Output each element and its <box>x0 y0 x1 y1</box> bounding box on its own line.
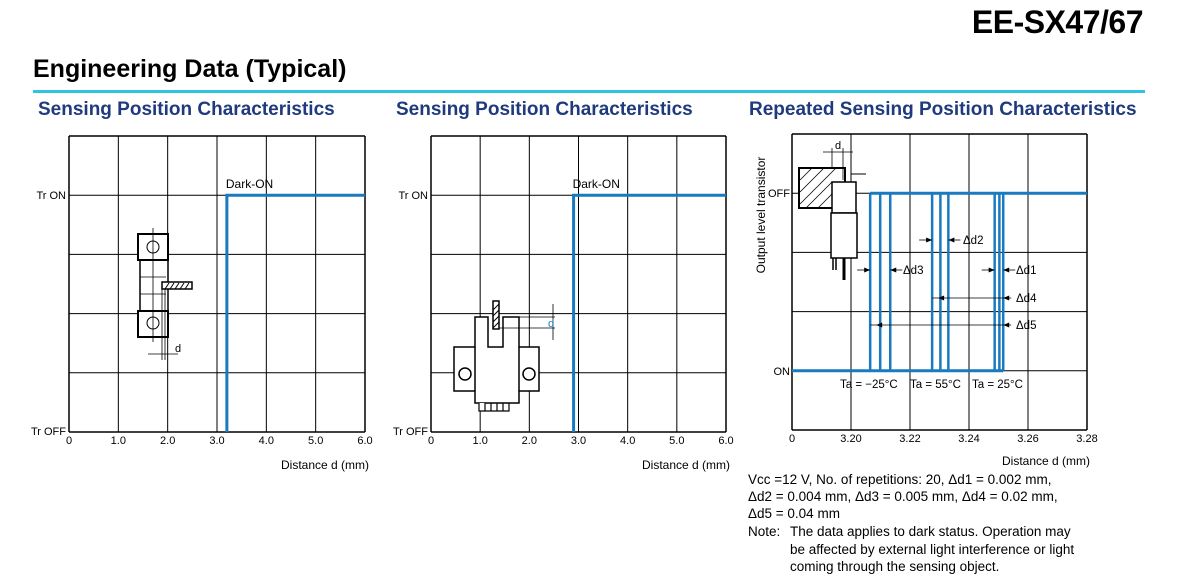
test-conditions-line1: Vcc =12 V, No. of repetitions: 20, Δd1 =… <box>748 472 1052 487</box>
arrowhead <box>876 322 883 328</box>
note-line3: coming through the sensing object. <box>790 559 1000 574</box>
arrowhead <box>948 237 955 243</box>
y-label-tr-off: Tr OFF <box>393 426 428 438</box>
test-conditions-line2: Δd2 = 0.004 mm, Δd3 = 0.005 mm, Δd4 = 0.… <box>748 489 1058 504</box>
section-title: Engineering Data (Typical) <box>33 55 347 83</box>
x-tick-label: 0 <box>428 435 434 447</box>
temperature-label: Ta = 55°C <box>910 379 961 391</box>
y-label-on: ON <box>774 366 791 378</box>
test-conditions-line3: Δd5 = 0.04 mm <box>748 506 840 521</box>
arrowhead <box>926 237 933 243</box>
x-tick-label: 6.0 <box>718 435 733 447</box>
arrowhead <box>938 295 945 301</box>
arrowhead <box>1003 322 1010 328</box>
x-tick-label: 4.0 <box>259 435 274 447</box>
x-tick-label: 1.0 <box>111 435 126 447</box>
chart3-title: Repeated Sensing Position Characteristic… <box>749 99 1137 120</box>
x-tick-label: 5.0 <box>669 435 684 447</box>
heading-rule <box>33 90 1145 93</box>
x-tick-label: 3.22 <box>899 433 920 445</box>
dimension-d-label: d <box>175 343 181 355</box>
sensor-diagram-side: d <box>137 228 193 360</box>
y-axis-label: Output level transistor <box>754 157 768 274</box>
delta-label: Δd5 <box>1016 320 1036 332</box>
x-tick-label: 3.0 <box>571 435 586 447</box>
y-label-tr-on: Tr ON <box>36 190 66 202</box>
y-label-tr-off: Tr OFF <box>31 426 66 438</box>
x-tick-label: 3.0 <box>209 435 224 447</box>
arrowhead <box>1003 267 1010 273</box>
arrowhead <box>1003 295 1010 301</box>
dark-on-label: Dark-ON <box>573 177 620 191</box>
delta-label: Δd2 <box>963 235 983 247</box>
x-tick-label: 6.0 <box>357 435 372 447</box>
dark-on-trace <box>572 193 726 432</box>
x-tick-label: 3.26 <box>1017 433 1038 445</box>
temperature-label: Ta = 25°C <box>972 379 1023 391</box>
note-line1: The data applies to dark status. Operati… <box>790 524 1071 539</box>
dark-on-trace <box>225 193 365 432</box>
delta-label: Δd1 <box>1016 265 1036 277</box>
chart2-title: Sensing Position Characteristics <box>396 99 693 120</box>
x-tick-label: 3.20 <box>840 433 861 445</box>
x-axis-label: Distance d (mm) <box>1002 454 1090 468</box>
x-tick-label: 3.24 <box>958 433 979 445</box>
x-axis-label: Distance d (mm) <box>281 458 369 472</box>
x-tick-label: 0 <box>66 435 72 447</box>
sensor-diagram-front: d <box>453 300 555 412</box>
arrowhead <box>864 267 871 273</box>
x-tick-label: 4.0 <box>620 435 635 447</box>
arrowhead <box>890 267 897 273</box>
dimension-d-label: d <box>835 140 841 152</box>
chart2: 0 1.0 2.0 3.0 4.0 5.0 6.0 Tr ON Tr OFF Distance d… <box>393 135 734 472</box>
y-label-tr-on: Tr ON <box>398 190 428 202</box>
note-label: Note: <box>748 524 781 539</box>
x-tick-label: 0 <box>789 433 795 445</box>
chart1-title: Sensing Position Characteristics <box>38 99 335 120</box>
model-number: EE-SX47/67 <box>971 4 1144 40</box>
x-tick-label: 3.28 <box>1076 433 1097 445</box>
x-tick-label: 2.0 <box>160 435 175 447</box>
delta-label: Δd3 <box>903 265 923 277</box>
x-tick-label: 5.0 <box>308 435 323 447</box>
temperature-label: Ta = −25°C <box>840 379 898 391</box>
note-line2: be affected by external light interferen… <box>790 542 1075 557</box>
y-label-off: OFF <box>768 188 790 200</box>
x-axis-label: Distance d (mm) <box>642 458 730 472</box>
x-tick-label: 1.0 <box>473 435 488 447</box>
arrowhead <box>988 267 995 273</box>
delta-label: Δd4 <box>1016 293 1037 305</box>
dimension-d-label: d <box>548 318 554 330</box>
x-tick-label: 2.0 <box>522 435 537 447</box>
sensor-diagram-repeat: d <box>798 140 866 280</box>
dark-on-label: Dark-ON <box>226 177 273 191</box>
chart1: 0 1.0 2.0 3.0 4.0 5.0 6.0 Tr ON Tr OFF Distance d… <box>31 135 373 472</box>
